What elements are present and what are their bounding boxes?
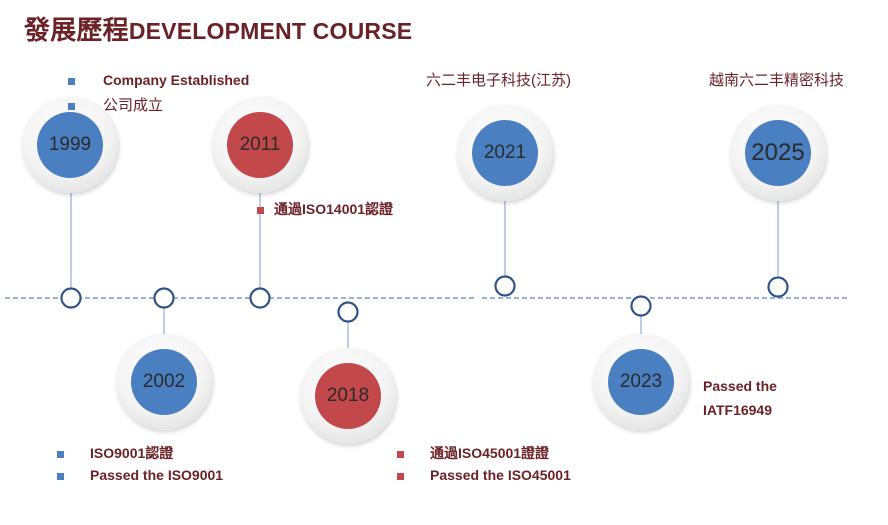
note-2025: 越南六二丰精密科技 bbox=[709, 72, 845, 89]
year-bubble-2023: 2023 bbox=[593, 334, 689, 430]
note-2018-en: Passed the ISO45001 bbox=[397, 467, 571, 483]
note-2021: 六二丰电子科技(江苏) bbox=[426, 72, 571, 89]
year-bubble-2011: 2011 bbox=[212, 97, 308, 193]
node-2011 bbox=[249, 287, 271, 309]
bullet-icon bbox=[68, 77, 75, 85]
note-2011: 通過ISO14001認證 bbox=[257, 199, 393, 219]
bullet-icon bbox=[57, 450, 64, 458]
year-label-2023: 2023 bbox=[608, 349, 674, 415]
year-bubble-2018: 2018 bbox=[300, 348, 396, 444]
note-2002-zh: ISO9001認證 bbox=[57, 443, 173, 463]
year-bubble-2025: 2025 bbox=[730, 105, 826, 201]
node-2002 bbox=[153, 287, 175, 309]
note-1999-en: Company Established bbox=[68, 72, 249, 88]
year-label-2018: 2018 bbox=[315, 363, 381, 429]
node-2023 bbox=[630, 295, 652, 317]
year-label-2002: 2002 bbox=[131, 349, 197, 415]
year-label-2011: 2011 bbox=[227, 112, 293, 178]
year-bubble-2002: 2002 bbox=[116, 334, 212, 430]
year-label-1999: 1999 bbox=[37, 112, 103, 178]
bullet-icon bbox=[57, 472, 64, 480]
year-bubble-1999: 1999 bbox=[22, 97, 118, 193]
note-2002-en: Passed the ISO9001 bbox=[57, 467, 223, 483]
note-1999-zh: 公司成立 bbox=[68, 94, 163, 115]
title-en: DEVELOPMENT COURSE bbox=[128, 18, 413, 44]
page-title: 發展歷程DEVELOPMENT COURSE bbox=[24, 10, 412, 47]
year-label-2021: 2021 bbox=[472, 120, 538, 186]
title-zh: 發展歷程 bbox=[24, 15, 129, 45]
bullet-icon bbox=[397, 450, 404, 458]
year-label-2025: 2025 bbox=[745, 120, 811, 186]
bullet-icon bbox=[257, 206, 264, 214]
node-2025 bbox=[767, 276, 789, 298]
bullet-icon bbox=[68, 102, 75, 110]
node-2021 bbox=[494, 275, 516, 297]
note-2018-zh: 通過ISO45001證證 bbox=[397, 443, 549, 463]
note-2023-line2: IATF16949 bbox=[703, 402, 772, 418]
node-1999 bbox=[60, 287, 82, 309]
bullet-icon bbox=[397, 472, 404, 480]
note-2023-line1: Passed the bbox=[703, 378, 777, 394]
node-2018 bbox=[337, 301, 359, 323]
year-bubble-2021: 2021 bbox=[457, 105, 553, 201]
